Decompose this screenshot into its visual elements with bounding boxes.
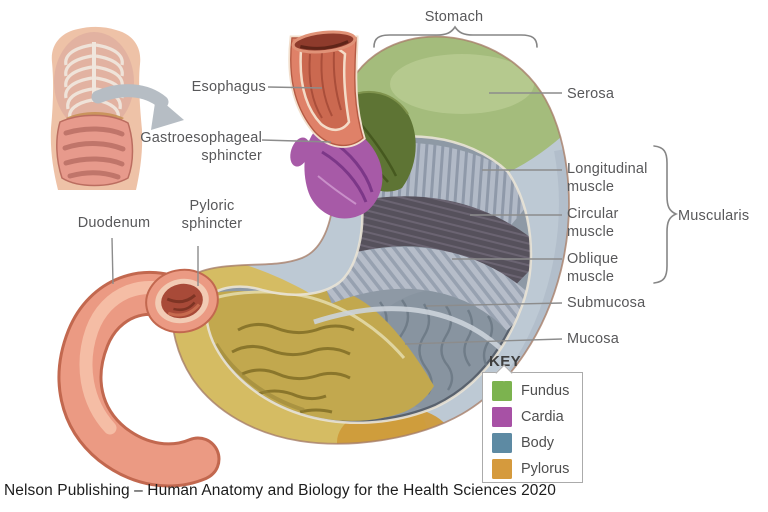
mucosa-leader-line xyxy=(404,338,563,345)
pylorus-swatch xyxy=(492,459,512,479)
key-row-fundus: Fundus xyxy=(492,381,582,401)
fundus-swatch xyxy=(492,381,512,401)
longitudinal-muscle-label: Longitudinal muscle xyxy=(567,161,648,196)
key-box: Fundus Cardia Body Pylorus xyxy=(482,372,583,483)
esophagus-illustration xyxy=(288,30,366,148)
stomach-label: Stomach xyxy=(424,9,484,25)
mucosa-label: Mucosa xyxy=(567,331,619,347)
source-caption: Nelson Publishing – Human Anatomy and Bi… xyxy=(4,482,556,499)
submucosa-label: Submucosa xyxy=(567,295,646,311)
key-row-body: Body xyxy=(492,433,582,453)
duodenum-opening xyxy=(145,268,219,334)
intestines xyxy=(56,114,134,187)
body-swatch xyxy=(492,433,512,453)
stomach-brace xyxy=(373,25,538,48)
zoom-arrow-icon xyxy=(91,84,184,130)
cardia-swatch xyxy=(492,407,512,427)
key-row-cardia: Cardia xyxy=(492,407,582,427)
pyloric-sphincter-label: Pyloric sphincter xyxy=(181,198,243,233)
serosa-label: Serosa xyxy=(567,86,615,102)
muscularis-label: Muscularis xyxy=(678,208,750,224)
leader-lines xyxy=(111,86,563,345)
pylorus-interior xyxy=(206,286,434,421)
key-row-pylorus: Pylorus xyxy=(492,459,582,479)
circular-muscle-label: Circular muscle xyxy=(567,206,619,241)
duodenum-illustration xyxy=(57,268,221,488)
oblique-muscle-layer xyxy=(316,246,531,331)
esophagus-label: Esophagus xyxy=(191,79,266,95)
gastroesophageal-sphincter-label: Gastroesophageal sphincter xyxy=(140,130,262,165)
key-title: KEY xyxy=(489,353,522,370)
duodenum-leader-line xyxy=(111,237,114,285)
muscularis-brace xyxy=(653,145,679,284)
gastroesophageal-leader-line xyxy=(261,139,332,143)
cardia-region xyxy=(290,126,383,219)
esophagus-opening xyxy=(291,30,357,54)
duodenum-label: Duodenum xyxy=(77,215,151,231)
esophagus-leader-line xyxy=(267,86,323,89)
oblique-muscle-label: Oblique muscle xyxy=(567,251,619,286)
submucosa-leader-line xyxy=(425,302,563,307)
